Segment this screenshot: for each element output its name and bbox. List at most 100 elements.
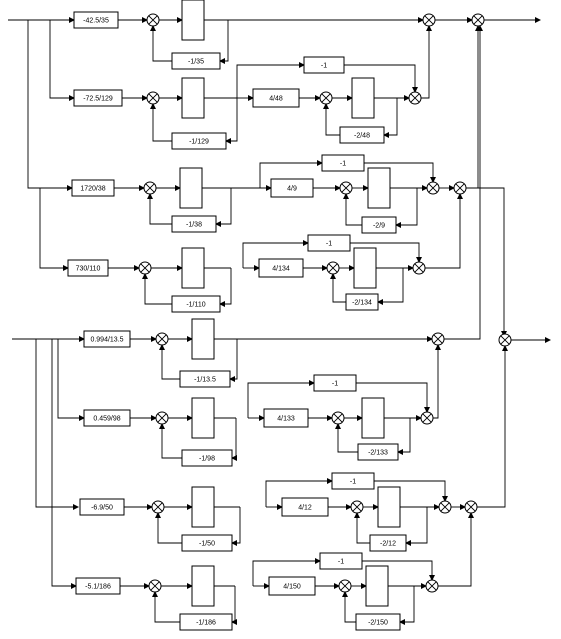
gain-label: 4/133	[277, 416, 295, 423]
gain-label: 4/48	[269, 96, 283, 103]
feedback-gain-block: -1/186	[179, 613, 233, 631]
signal-wire	[27, 20, 73, 191]
summing-junction	[425, 579, 439, 593]
integrator-block	[191, 397, 215, 439]
gain-block: 730/110	[67, 259, 109, 277]
gain-label: -72.5/129	[83, 96, 113, 103]
gain-block: 4/12	[281, 497, 329, 517]
integrator-block	[181, 247, 205, 289]
feedback-gain-block: -1/129	[171, 132, 227, 150]
summing-junction	[143, 181, 157, 195]
feedback-gain-block: -1/13.5	[179, 370, 231, 388]
feedback-gain-block: -1/35	[171, 52, 221, 70]
signal-wire	[433, 344, 441, 419]
signal-wire	[236, 62, 305, 98]
negative-gain-block: -1	[313, 374, 357, 392]
signal-wire	[377, 268, 404, 305]
gain-label: -1/38	[186, 222, 202, 229]
gain-label: 4/9	[287, 186, 297, 193]
signal-wire	[142, 273, 172, 305]
summing-junction	[498, 333, 512, 347]
integrator-block	[365, 565, 389, 607]
negative-gain-block: -1	[331, 472, 375, 490]
integrator-block	[191, 486, 215, 528]
summing-junction	[146, 91, 160, 105]
signal-wire	[247, 380, 315, 418]
feedback-gain-block: -2/134	[345, 293, 379, 311]
signal-wire	[397, 418, 411, 455]
gain-label: -1/98	[199, 456, 215, 463]
summing-junction	[138, 261, 152, 275]
gain-label: -1	[338, 559, 344, 566]
summing-junction	[412, 261, 426, 275]
feedback-gain-block: -1/98	[181, 449, 233, 467]
gain-label: -42.5/35	[83, 18, 109, 25]
gain-block: 0.994/13.5	[83, 330, 131, 348]
summing-junction	[422, 13, 436, 27]
signal-wire	[265, 478, 333, 507]
signal-wire	[259, 160, 323, 188]
signal-wire	[438, 512, 474, 587]
gain-label: -2/12	[380, 541, 396, 548]
summing-junction	[431, 332, 445, 346]
signal-wire	[330, 273, 346, 303]
integrator-block	[191, 318, 215, 360]
summing-junction	[438, 500, 452, 514]
integrator-block	[181, 0, 205, 41]
gain-label: 1720/38	[80, 186, 105, 193]
gain-label: -1	[326, 241, 332, 248]
signal-wire	[350, 242, 422, 263]
gain-label: 0.994/13.5	[90, 337, 123, 344]
gain-block: -6.9/50	[79, 498, 125, 516]
summing-junction	[464, 500, 478, 514]
signal-wire	[342, 591, 356, 623]
summing-junction	[155, 332, 169, 346]
gain-block: 0.459/98	[83, 409, 131, 427]
diagram-nodes: -42.5/35-1/35-72.5/129-1/129-14/48-2/481…	[67, 0, 512, 631]
signal-wire	[356, 382, 430, 413]
negative-gain-block: -1	[319, 552, 363, 570]
gain-label: 4/12	[298, 505, 312, 512]
gain-label: -5.1/186	[85, 584, 111, 591]
integrator-block	[353, 247, 377, 289]
summing-junction	[151, 500, 165, 514]
gain-label: -1/13.5	[194, 377, 216, 384]
integrator-block	[377, 486, 401, 528]
summing-junction	[426, 181, 440, 195]
summing-junction	[319, 91, 333, 105]
signal-wire	[362, 560, 435, 581]
gain-label: -1/110	[186, 302, 205, 309]
signal-wire	[323, 103, 340, 136]
gain-label: -2/9	[373, 223, 385, 230]
summing-junction	[453, 181, 467, 195]
signal-wires	[8, 17, 551, 625]
signal-wire	[335, 423, 358, 453]
integrator-block	[181, 77, 205, 119]
signal-wire	[374, 480, 448, 502]
negative-gain-block: -1	[321, 154, 365, 172]
gain-block: 4/133	[263, 408, 309, 428]
signal-wire	[219, 268, 232, 307]
feedback-gain-block: -2/12	[369, 534, 407, 552]
summing-junction	[408, 91, 422, 105]
signal-wire	[242, 240, 309, 268]
gain-block: -42.5/35	[73, 11, 119, 29]
gain-label: -2/150	[368, 620, 388, 627]
gain-label: -1	[332, 381, 338, 388]
integrator-block	[361, 397, 385, 439]
negative-gain-block: -1	[307, 234, 351, 252]
gain-label: -1/186	[196, 620, 216, 627]
integrator-block	[179, 167, 203, 209]
gain-label: -6.9/50	[91, 505, 113, 512]
signal-wire	[231, 418, 237, 461]
signal-wire	[155, 512, 182, 544]
summing-junction	[471, 13, 485, 27]
signal-wire	[225, 98, 238, 144]
gain-label: -2/134	[352, 300, 372, 307]
signal-wire	[150, 25, 172, 62]
feedback-gain-block: -1/50	[181, 534, 233, 552]
signal-wire	[466, 25, 481, 189]
gain-label: -1	[340, 161, 346, 168]
summing-junction	[339, 181, 353, 195]
